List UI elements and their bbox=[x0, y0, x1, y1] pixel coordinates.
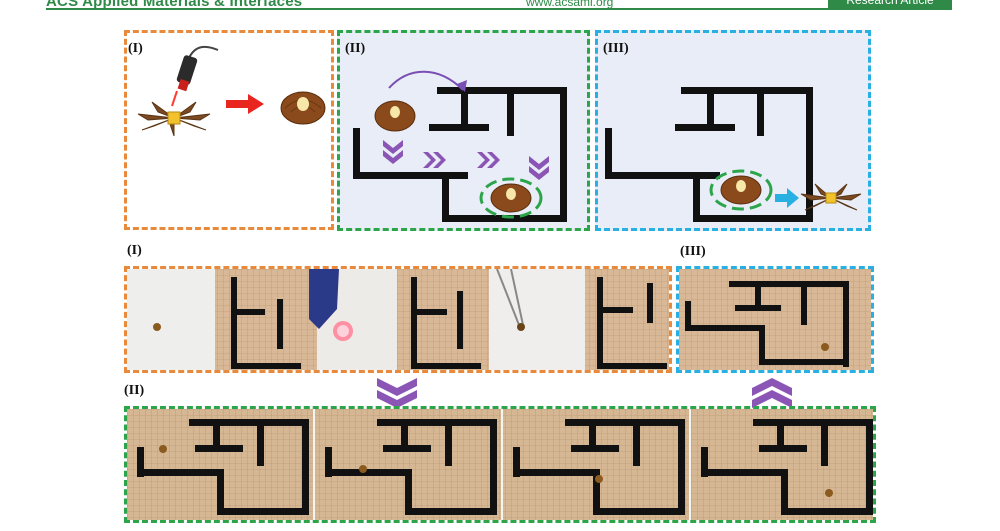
blue-arrow-icon bbox=[775, 188, 799, 208]
photo-strip-i-content bbox=[127, 269, 669, 370]
down-chevron-icon bbox=[377, 378, 417, 408]
robot-exit-icon bbox=[711, 171, 771, 209]
panel-label-photo-iii: (III) bbox=[680, 244, 706, 260]
closed-robot-icon bbox=[279, 86, 327, 126]
photo-frame-iii-content bbox=[679, 269, 871, 370]
photo-strip-ii-content bbox=[127, 409, 873, 520]
red-arrow-icon bbox=[226, 93, 266, 115]
maze-schematic-ii bbox=[339, 32, 589, 228]
panel-label-photo-i: (I) bbox=[127, 243, 142, 259]
panel-label-top-i: (I) bbox=[128, 41, 143, 57]
robot-in-maze-start-icon bbox=[375, 101, 415, 131]
up-chevron-icon bbox=[752, 378, 792, 408]
robot-in-maze-end-icon bbox=[481, 179, 541, 217]
maze-schematic-iii bbox=[597, 32, 869, 228]
panel-label-photo-ii: (II) bbox=[124, 383, 144, 399]
open-flower-robot-icon bbox=[134, 98, 214, 138]
header-rule bbox=[46, 8, 952, 10]
